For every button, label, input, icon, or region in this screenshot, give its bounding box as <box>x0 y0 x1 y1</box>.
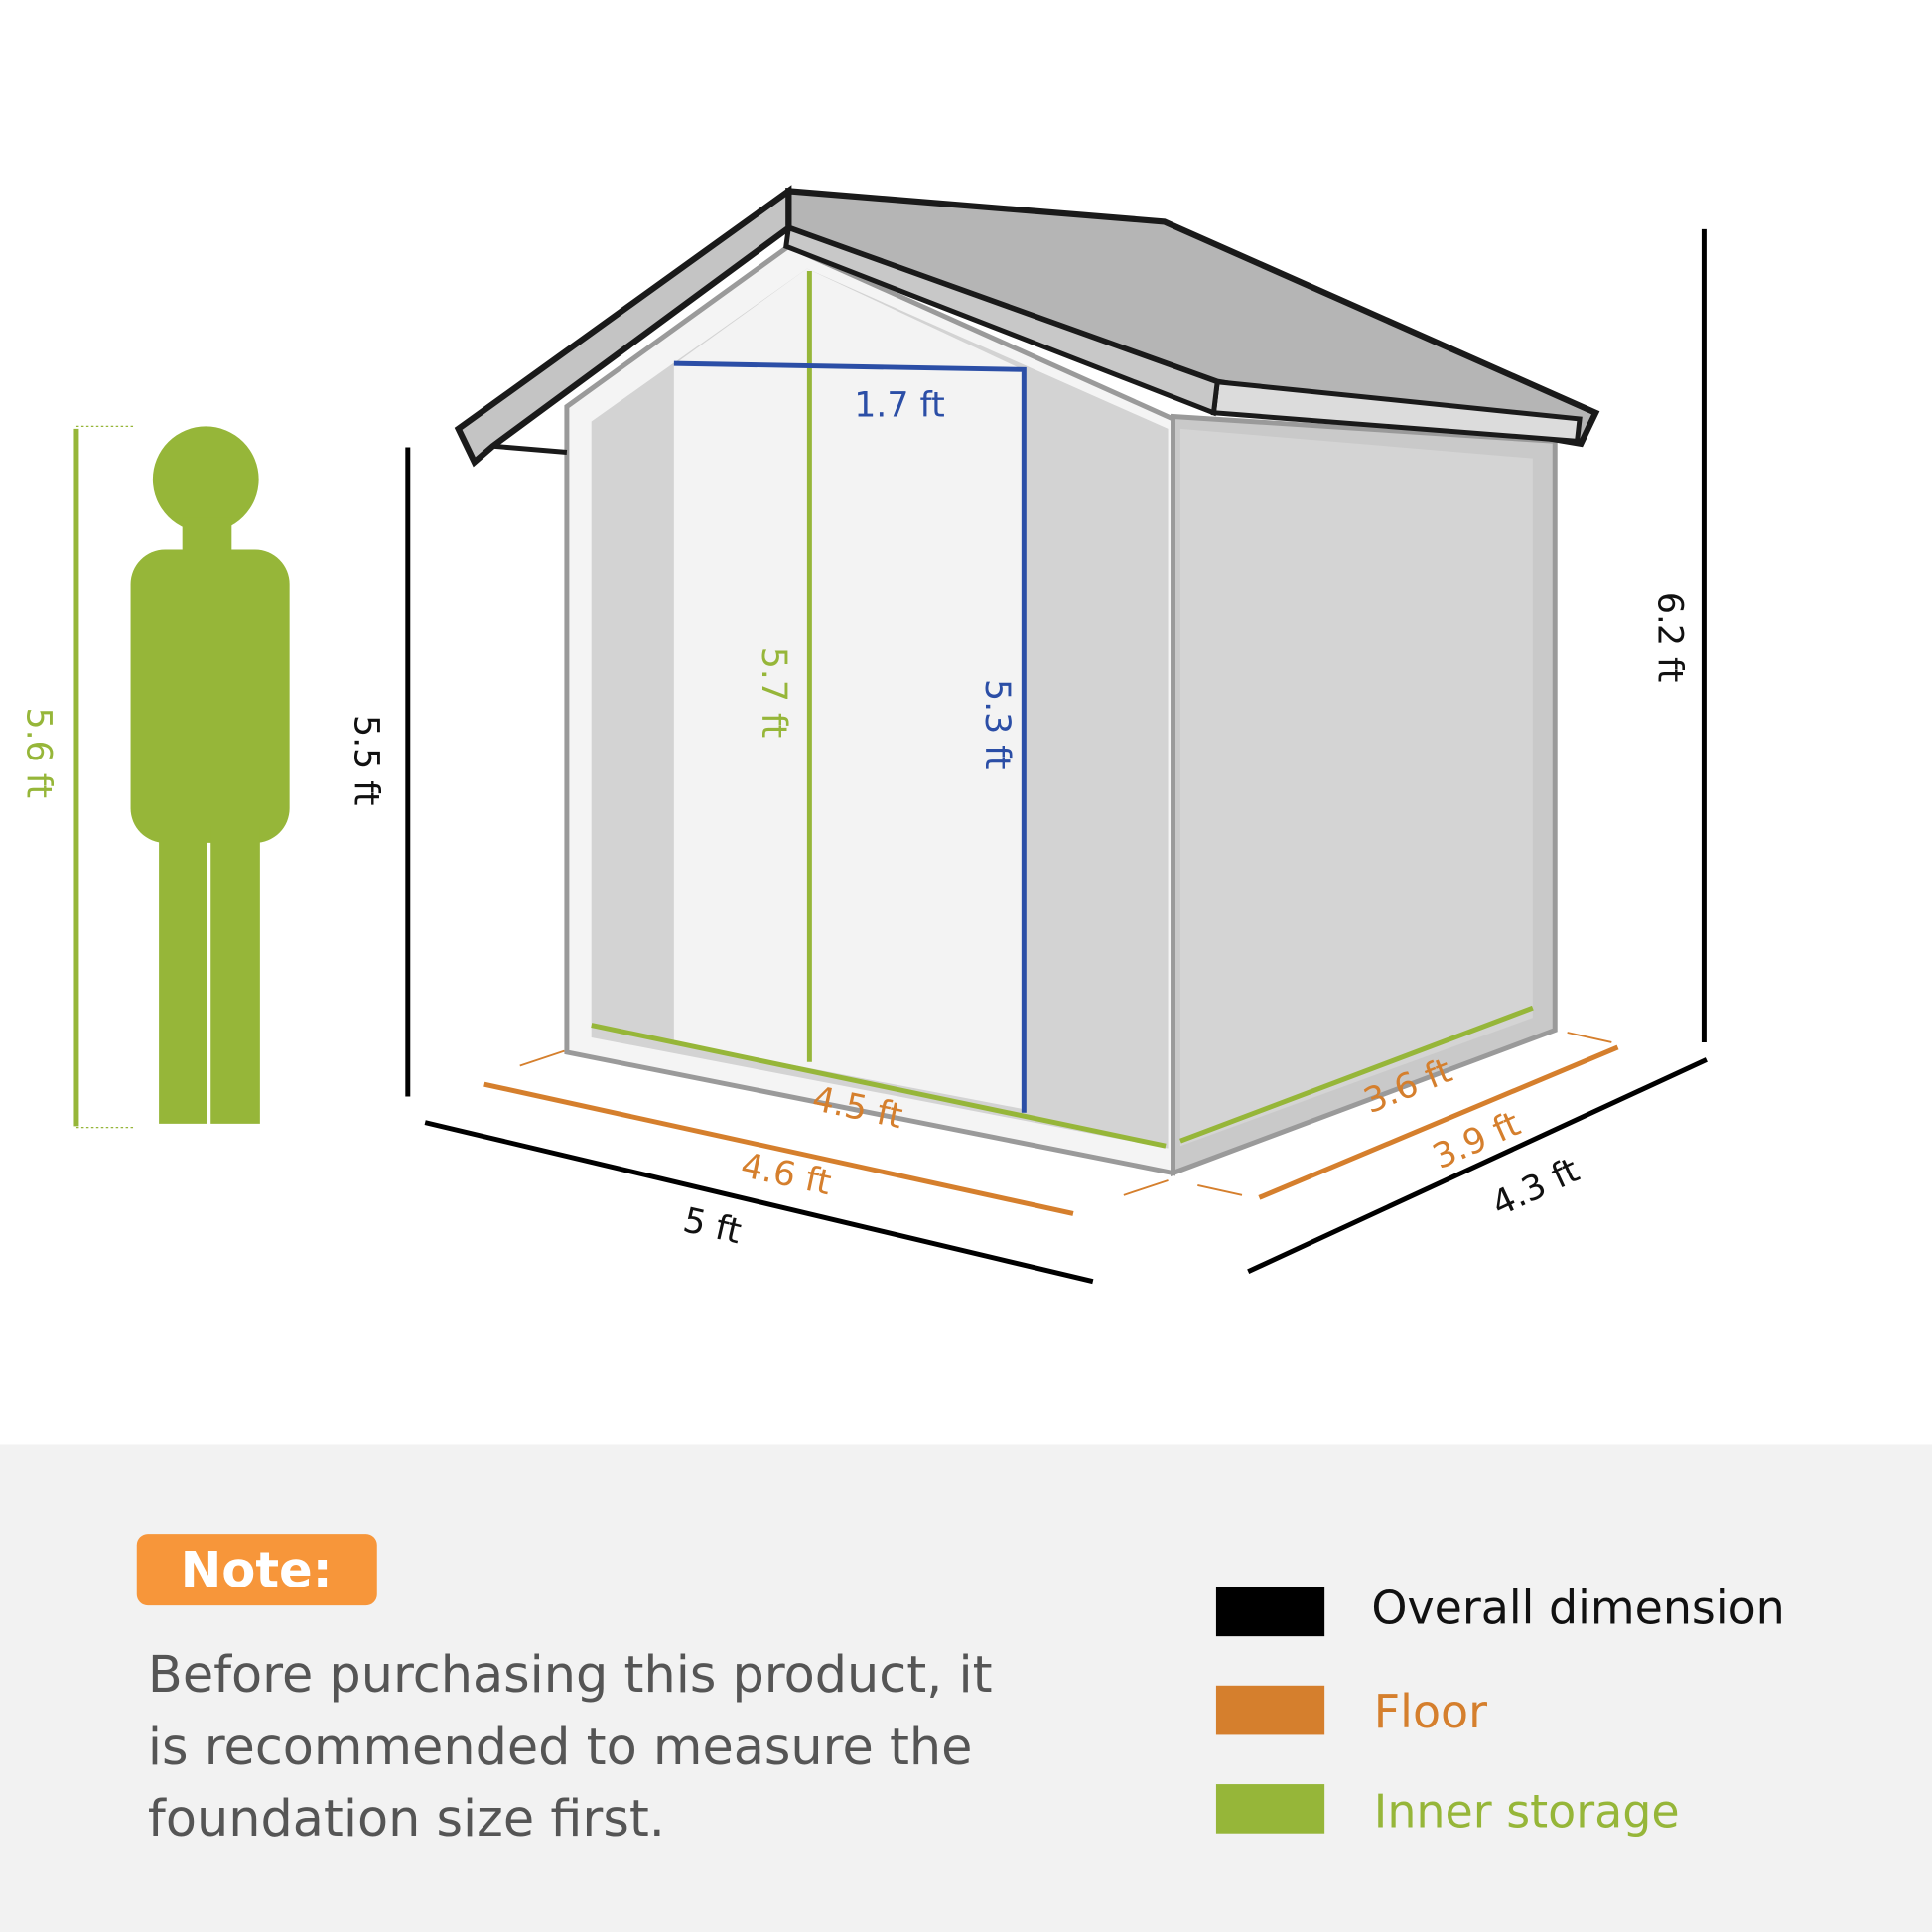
overall-height-label: 6.2 ft <box>1649 592 1689 683</box>
legend-label-overall: Overall dimension <box>1371 1582 1784 1635</box>
inner-peak-height-label: 5.7 ft <box>754 647 793 739</box>
legend-swatch-inner <box>1215 1784 1325 1834</box>
legend-label-floor: Floor <box>1374 1685 1487 1738</box>
overall-depth-label: 4.3 ft <box>1486 1151 1586 1225</box>
overall-dimension-lines <box>405 228 1708 1285</box>
note-badge <box>136 1534 377 1606</box>
legend-swatch-floor <box>1215 1685 1325 1735</box>
person-height-label: 5.6 ft <box>18 708 58 799</box>
legend-swatch-overall <box>1215 1587 1325 1637</box>
door-dimension-lines <box>673 360 1027 1113</box>
legend-label-inner: Inner storage <box>1374 1785 1680 1839</box>
note-badge-label: Note: <box>181 1541 333 1598</box>
inner-dimension-lines <box>591 271 1534 1149</box>
door-height-label: 5.3 ft <box>977 679 1017 770</box>
note-line-3: foundation size first. <box>148 1789 665 1848</box>
note-panel <box>0 1444 1932 1932</box>
note-line-1: Before purchasing this product, it <box>148 1645 993 1704</box>
floor-width-label: 4.6 ft <box>738 1146 835 1203</box>
wall-height-label: 5.5 ft <box>345 715 385 806</box>
floor-dimension-lines <box>483 1044 1619 1216</box>
overall-width-label: 5 ft <box>679 1200 745 1252</box>
note-line-2: is recommended to measure the <box>148 1718 973 1776</box>
door-width-label: 1.7 ft <box>854 385 945 425</box>
shed-door <box>673 268 1024 1109</box>
person-silhouette-icon <box>130 426 290 1124</box>
